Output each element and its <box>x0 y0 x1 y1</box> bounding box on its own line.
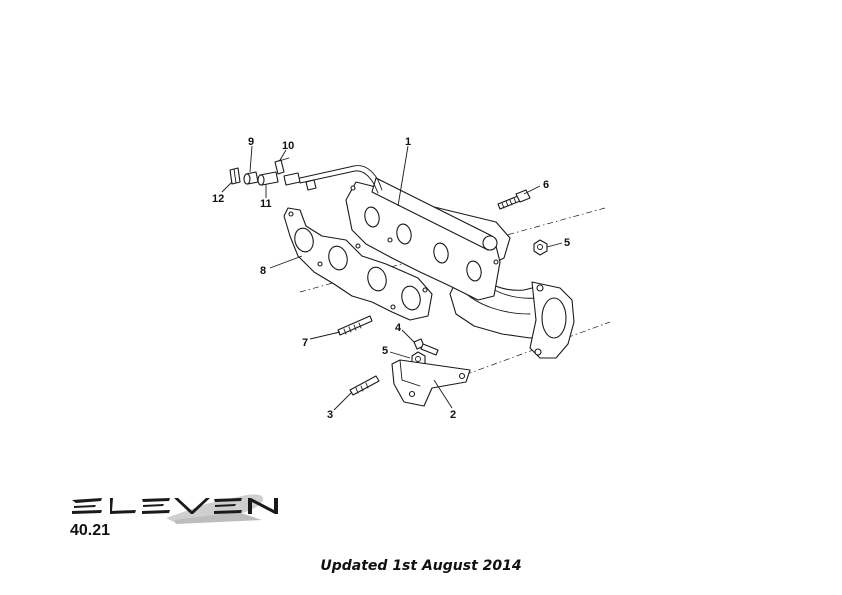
callout-labels: 1 2 3 4 5 5 6 7 8 9 10 11 12 <box>212 136 570 421</box>
callout-12: 12 <box>212 193 224 205</box>
leader-lines <box>221 145 563 411</box>
connector-sleeve <box>257 171 279 186</box>
flange-nut-upper <box>533 239 548 256</box>
callout-3: 3 <box>327 409 333 421</box>
banjo-bolt <box>274 157 290 175</box>
centre-line-lower <box>414 321 611 394</box>
stud-bolt <box>497 189 531 210</box>
callout-8: 8 <box>260 265 266 277</box>
olive-fitting <box>243 171 259 185</box>
manifold-stud <box>337 315 373 336</box>
manifold-gasket <box>283 207 433 321</box>
callout-11: 11 <box>260 198 272 210</box>
callout-5-upper: 5 <box>564 237 570 249</box>
bracket-bolt <box>413 338 439 356</box>
callout-6: 6 <box>543 179 549 191</box>
callout-2: 2 <box>450 409 456 421</box>
page-number: 40.21 <box>70 522 111 539</box>
breather-pipe <box>283 165 383 194</box>
callout-4: 4 <box>395 322 402 334</box>
exhaust-manifold <box>345 177 575 359</box>
callout-5-lower: 5 <box>382 345 388 357</box>
bracket-stud <box>349 375 380 396</box>
callout-10: 10 <box>282 140 294 152</box>
nut-fitting <box>229 167 241 185</box>
callout-9: 9 <box>248 136 254 148</box>
updated-date-caption: Updated 1st August 2014 <box>320 558 522 574</box>
callout-1: 1 <box>405 136 411 148</box>
support-bracket <box>391 359 471 407</box>
callout-7: 7 <box>302 337 308 349</box>
eleven-logo <box>72 494 278 524</box>
